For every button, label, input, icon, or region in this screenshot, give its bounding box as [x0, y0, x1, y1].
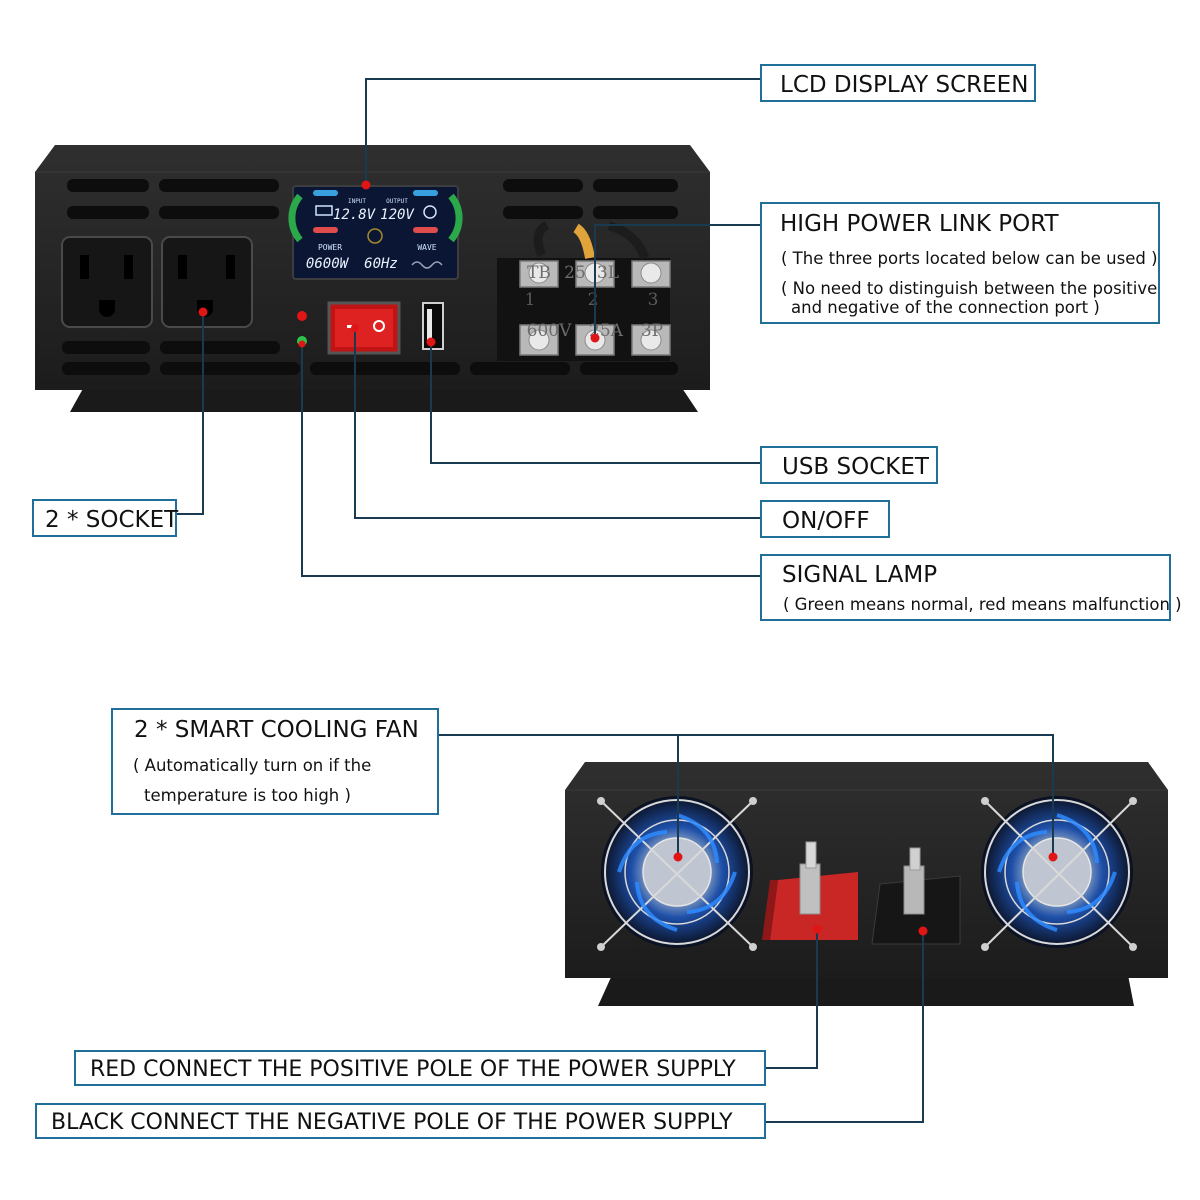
callout-fan-title: 2 * SMART COOLING FAN: [134, 717, 419, 743]
terminal-label-2: 25: [564, 263, 586, 283]
callout-black-terminal: BLACK CONNECT THE NEGATIVE POLE OF THE P…: [35, 1103, 766, 1139]
callout-black-title: BLACK CONNECT THE NEGATIVE POLE OF THE P…: [51, 1110, 733, 1135]
leader-usb: [430, 342, 761, 464]
lcd-output-voltage: 120V: [380, 207, 415, 223]
terminal-label-5: 2: [588, 290, 599, 310]
callout-cooling-fan: 2 * SMART COOLING FAN ( Automatically tu…: [111, 708, 439, 815]
usb-port: [422, 302, 444, 350]
leader-red: [765, 930, 818, 1069]
callout-socket: 2 * SOCKET: [32, 499, 179, 537]
leader-socket: [175, 312, 204, 515]
lcd-input-voltage: 12.8V: [333, 207, 377, 223]
front-base-rail: [70, 385, 698, 412]
power-switch: [327, 301, 401, 355]
leader-signal: [301, 345, 761, 577]
callout-fan-note-2: temperature is too high ): [144, 786, 351, 805]
positive-terminal: [762, 841, 858, 940]
leader-black: [765, 930, 924, 1123]
callout-red-terminal: RED CONNECT THE POSITIVE POLE OF THE POW…: [74, 1050, 766, 1086]
callout-onoff-title: ON/OFF: [782, 508, 870, 534]
rear-base-rail: [598, 975, 1134, 1006]
rear-panel: [565, 762, 1168, 1006]
callout-signal-lamp: SIGNAL LAMP ( Green means normal, red me…: [760, 554, 1182, 621]
callout-signal-note: ( Green means normal, red means malfunct…: [783, 595, 1182, 614]
callout-lcd-title: LCD DISPLAY SCREEN: [780, 72, 1029, 98]
terminal-label-1: TB: [527, 263, 551, 283]
callout-signal-title: SIGNAL LAMP: [782, 562, 938, 588]
terminal-label-7: 600V: [527, 321, 572, 341]
lcd-power-label: POWER: [318, 243, 342, 252]
callout-on-off: ON/OFF: [760, 500, 890, 538]
lcd-screen: INPUT OUTPUT 12.8V 120V POWER WAVE 0600W…: [288, 185, 463, 280]
red-signal-lamp: [297, 311, 307, 321]
callout-socket-title: 2 * SOCKET: [45, 507, 179, 533]
leader-lines: [175, 78, 1054, 1123]
cooling-fan-left: [597, 796, 757, 951]
callout-link-title: HIGH POWER LINK PORT: [780, 211, 1059, 237]
ac-socket-left: [61, 236, 153, 328]
marker-dots: [198, 180, 1058, 936]
terminal-label-3: 3L: [597, 263, 619, 283]
bottom-vent-slots: [62, 341, 678, 375]
cooling-fan-right: [981, 796, 1137, 951]
leader-lcd: [365, 78, 761, 184]
leader-fan: [438, 734, 1054, 856]
lcd-output-label: OUTPUT: [386, 198, 408, 205]
callout-fan-note-1: ( Automatically turn on if the: [133, 756, 372, 775]
callout-red-title: RED CONNECT THE POSITIVE POLE OF THE POW…: [90, 1057, 736, 1082]
leader-link-port: [594, 224, 761, 338]
terminal-label-4: 1: [525, 290, 536, 310]
callout-usb-title: USB SOCKET: [782, 454, 929, 480]
callout-link-note-1: ( The three ports located below can be u…: [781, 249, 1158, 268]
callout-link-note-2: ( No need to distinguish between the pos…: [781, 279, 1158, 298]
front-panel: INPUT OUTPUT 12.8V 120V POWER WAVE 0600W…: [35, 145, 710, 412]
lcd-frequency-value: 60Hz: [364, 256, 398, 272]
lcd-power-value: 0600W: [306, 256, 350, 272]
negative-terminal: [871, 847, 961, 945]
top-vent-slots: [67, 179, 678, 219]
terminal-label-9: 3P: [641, 321, 663, 341]
terminal-block: TB 25 3L 1 2 3 600V 25A 3P: [497, 221, 671, 361]
leader-onoff: [354, 330, 761, 519]
lcd-input-label: INPUT: [348, 198, 366, 205]
callout-usb-socket: USB SOCKET: [760, 446, 938, 484]
lcd-wave-label: WAVE: [417, 243, 436, 252]
callout-link-note-3: and negative of the connection port ): [791, 298, 1100, 317]
callout-lcd-display: LCD DISPLAY SCREEN: [760, 64, 1036, 102]
callout-high-power-link: HIGH POWER LINK PORT ( The three ports l…: [760, 202, 1160, 324]
terminal-label-6: 3: [648, 290, 659, 310]
ac-socket-right: [161, 236, 253, 328]
